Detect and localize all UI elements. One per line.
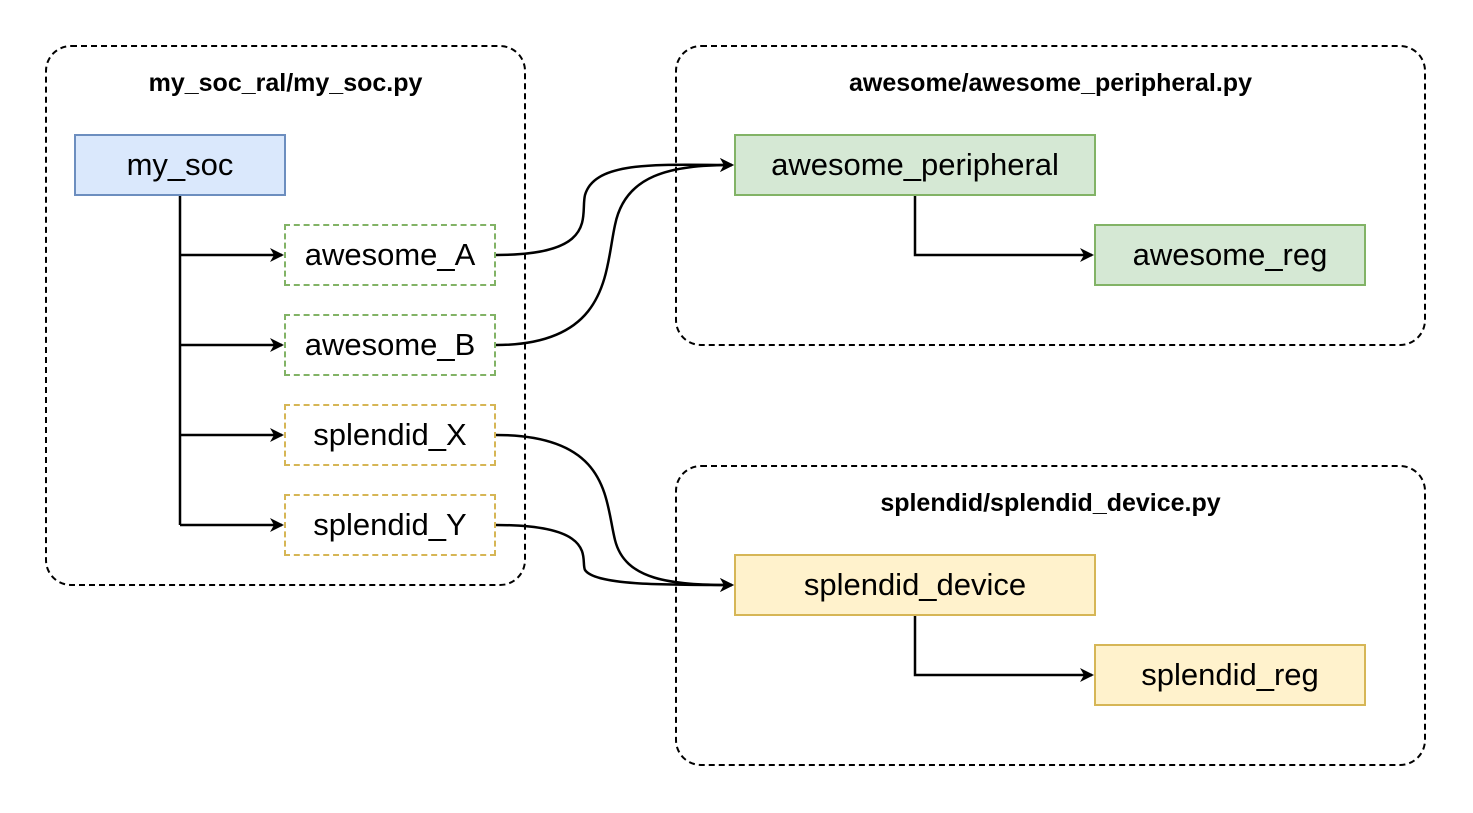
node-splendid-y[interactable]: splendid_Y bbox=[284, 494, 496, 556]
group-title-splendid-file: splendid/splendid_device.py bbox=[880, 489, 1221, 517]
node-splendid-device[interactable]: splendid_device bbox=[734, 554, 1096, 616]
node-splendid-x[interactable]: splendid_X bbox=[284, 404, 496, 466]
group-title-my-soc-file: my_soc_ral/my_soc.py bbox=[148, 69, 423, 97]
group-title-awesome-file: awesome/awesome_peripheral.py bbox=[849, 69, 1252, 97]
group-splendid-file: splendid/splendid_device.py bbox=[675, 465, 1426, 766]
node-awesome-peripheral[interactable]: awesome_peripheral bbox=[734, 134, 1096, 196]
node-awesome-a[interactable]: awesome_A bbox=[284, 224, 496, 286]
node-my-soc[interactable]: my_soc bbox=[74, 134, 286, 196]
node-awesome-reg[interactable]: awesome_reg bbox=[1094, 224, 1366, 286]
node-awesome-b[interactable]: awesome_B bbox=[284, 314, 496, 376]
node-splendid-reg[interactable]: splendid_reg bbox=[1094, 644, 1366, 706]
